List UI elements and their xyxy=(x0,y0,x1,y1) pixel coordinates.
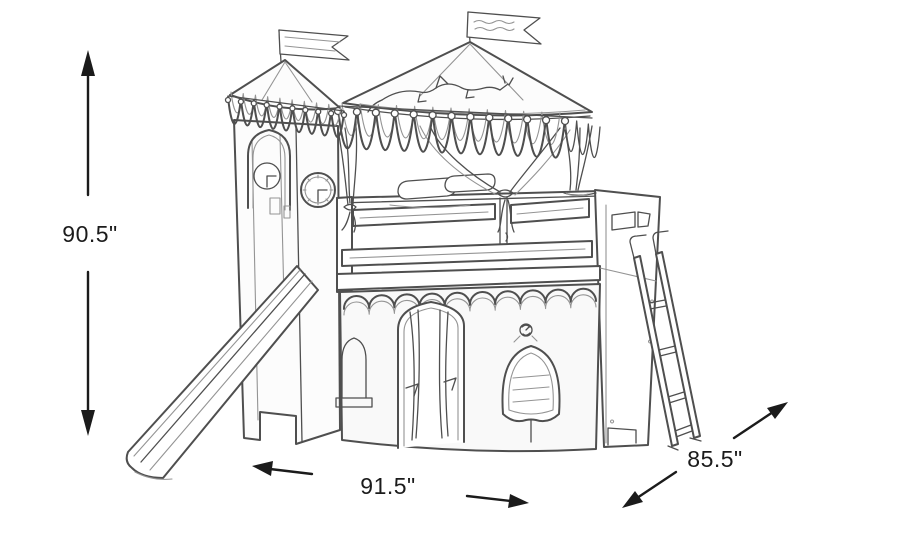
tower-roof xyxy=(229,59,341,111)
tower-clock-icon xyxy=(300,172,336,208)
tower-valance xyxy=(224,91,348,139)
bed-end-panel xyxy=(594,189,661,448)
tower xyxy=(229,29,350,445)
width-dimension-arrow xyxy=(252,461,529,508)
curtain-doorway xyxy=(397,301,465,449)
width-dimension-label: 91.5" xyxy=(360,473,416,499)
canopy-roof xyxy=(342,11,593,121)
curtain-side-arch xyxy=(335,337,373,408)
bed-deck-edge xyxy=(336,265,601,291)
ladder xyxy=(629,230,702,451)
canopy-curtains xyxy=(337,125,597,242)
tower-window xyxy=(247,129,291,219)
canopy-valance xyxy=(333,102,601,159)
guardrail-upper xyxy=(352,196,590,253)
depth-arrow-down-head xyxy=(622,491,643,508)
width-arrow-right-line xyxy=(465,494,513,503)
curtain-arcade xyxy=(342,287,597,310)
height-dimension-label: 90.5" xyxy=(62,221,118,247)
depth-dimension-label: 85.5" xyxy=(687,446,743,472)
width-arrow-left-head xyxy=(252,461,273,476)
bed-frame xyxy=(336,189,661,448)
slide xyxy=(125,265,319,480)
rose-motif xyxy=(513,323,538,343)
depth-arrow-down-line xyxy=(635,470,678,500)
tower-flag-icon xyxy=(278,29,350,63)
curtain-window xyxy=(501,345,561,443)
guardrail-lower xyxy=(341,240,593,267)
lower-curtain xyxy=(335,283,601,453)
height-dimension-arrow xyxy=(81,50,95,436)
depth-dimension-arrow xyxy=(622,402,788,508)
canopy-flag-icon xyxy=(466,11,542,45)
height-arrow-up-head xyxy=(81,50,95,76)
depth-arrow-up-line xyxy=(732,410,775,440)
width-arrow-left-line xyxy=(268,467,314,476)
height-arrow-down-head xyxy=(81,410,95,436)
width-arrow-right-head xyxy=(508,494,529,508)
depth-arrow-up-head xyxy=(767,402,788,419)
